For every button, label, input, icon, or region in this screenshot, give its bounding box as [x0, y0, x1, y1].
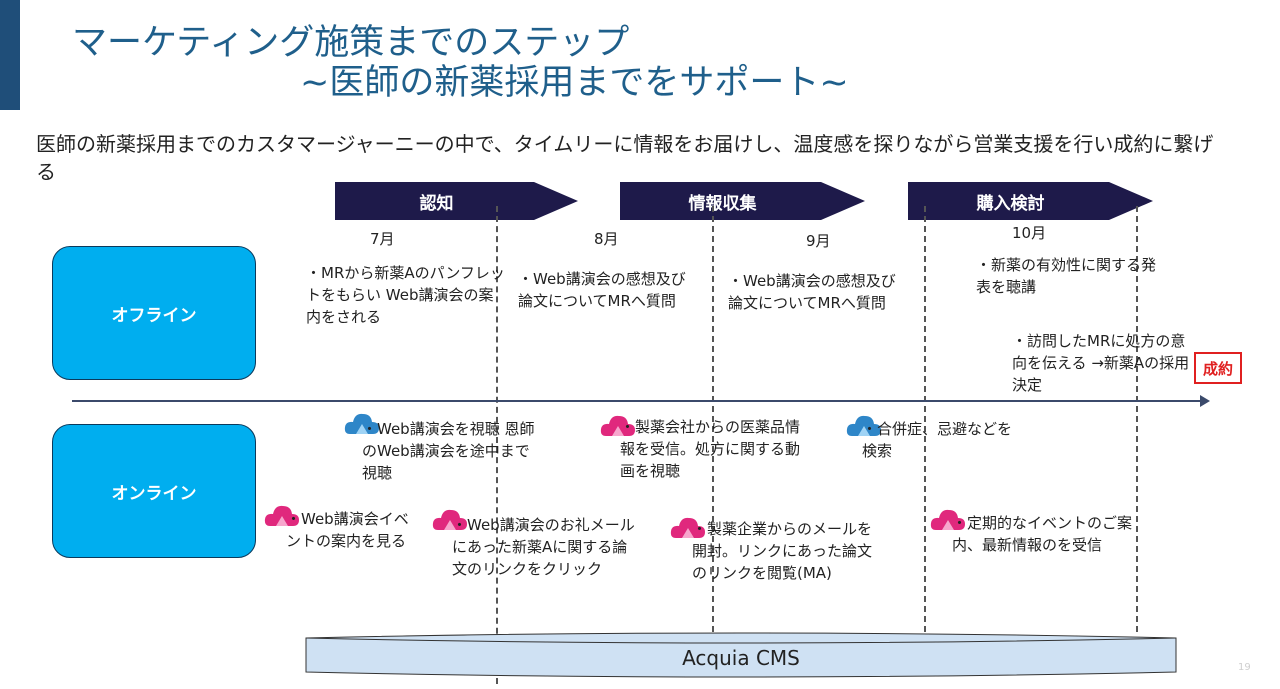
offline-note: ・新薬の有効性に関する発表を聴講	[976, 256, 1157, 296]
offline-note: ・訪問したMRに処方の意向を伝える →新薬Aの採用決定	[1012, 332, 1190, 394]
offline-note: ・Web講演会の感想及び論文についてMRへ質問	[728, 272, 896, 312]
channel-online: オンライン	[52, 424, 256, 558]
phase-arrow-awareness: 認知	[335, 182, 578, 220]
description: 医師の新薬採用までのカスタマージャーニーの中で、タイムリーに情報をお届けし、温度…	[36, 132, 1214, 184]
month-label: 7月	[370, 230, 395, 248]
online-note: ・合併症、忌避などを検索	[862, 420, 1013, 460]
online-note: ・製薬会社からの医薬品情報を受信。処方に関する動画を視聴	[620, 418, 801, 480]
page-title: マーケティング施策までのステップ	[72, 23, 630, 63]
cloud-blue-icon	[846, 415, 881, 436]
deal-badge: 成約	[1194, 352, 1242, 384]
online-note: ・Web講演会のお礼メールにあった新薬Aに関する論文のリンクをクリック	[452, 516, 635, 578]
channel-offline: オフライン	[52, 246, 256, 380]
offline-note: ・Web講演会の感想及び論文についてMRへ質問	[518, 270, 686, 310]
online-note: ・定期的なイベントのご案内、最新情報のを受信	[952, 514, 1133, 554]
online-note: ・Web講演会を視聴 恩師のWeb講演会を途中まで視聴	[362, 420, 535, 482]
cloud-pink-icon	[600, 415, 635, 436]
month-divider	[924, 206, 926, 632]
phase-arrow-info-gathering: 情報収集	[620, 182, 865, 220]
phase-label: 購入検討	[976, 193, 1045, 214]
cloud-pink-icon	[670, 517, 705, 538]
page-number: 19	[1238, 662, 1251, 673]
month-divider	[496, 206, 498, 684]
timeline-arrowhead	[1200, 395, 1210, 407]
cloud-blue-icon	[344, 413, 379, 434]
phase-label: 情報収集	[688, 193, 757, 214]
title-accent-bar	[0, 0, 20, 110]
month-divider	[712, 206, 714, 642]
month-label: 10月	[1012, 224, 1047, 242]
month-divider	[1136, 206, 1138, 632]
page-subtitle: ~医師の新薬採用までをサポート~	[300, 63, 849, 103]
phase-label: 認知	[419, 193, 454, 214]
offline-note: ・MRから新薬Aのパンフレットをもらい Web講演会の案内をされる	[306, 264, 505, 326]
phase-arrow-purchase-consideration: 購入検討	[908, 182, 1153, 220]
timeline-axis	[72, 400, 1202, 402]
month-label: 8月	[594, 230, 619, 248]
cloud-pink-icon	[432, 509, 467, 530]
cms-label: Acquia CMS	[682, 646, 800, 670]
month-label: 9月	[806, 232, 831, 250]
cms-platform-cylinder	[305, 632, 1177, 678]
online-note: ・Web講演会イベントの案内を見る	[286, 510, 409, 550]
online-note: ・製薬企業からのメールを開封。リンクにあった論文のリンクを閲覧(MA)	[692, 520, 873, 582]
cloud-pink-icon	[264, 505, 299, 526]
cloud-pink-icon	[930, 509, 965, 530]
